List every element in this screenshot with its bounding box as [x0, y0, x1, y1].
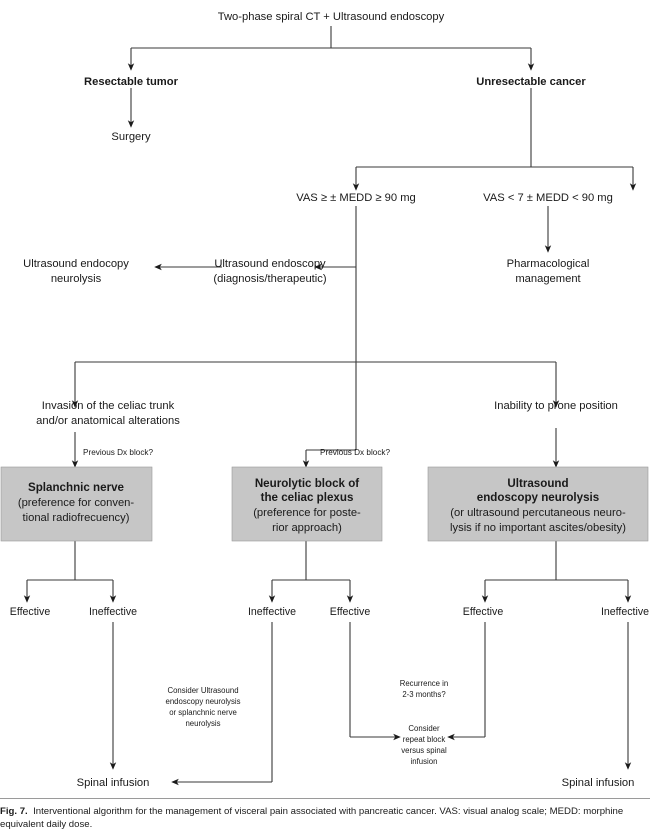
node-us-endoscopy-line2: (diagnosis/therapeutic)	[213, 273, 326, 285]
edge-label-dx-block-2: Previous Dx block?	[320, 448, 391, 457]
annotation-repeat-line3: versus spinal	[401, 746, 447, 755]
annotation-consider-us-line3: or splanchnic nerve	[169, 708, 237, 717]
node-us-neurolysis-line1: Ultrasound endocopy	[23, 258, 129, 270]
figure-caption-text: Interventional algorithm for the managem…	[0, 806, 624, 830]
gray-box-neurolytic	[231, 466, 383, 542]
node-us-endoscopy-line1: Ultrasound endoscopy	[214, 258, 326, 270]
node-us-neurolysis-line2: neurolysis	[51, 273, 102, 285]
box-neurolytic-line1: Neurolytic block of	[255, 477, 359, 490]
box-neurolytic-line2: the celiac plexus	[261, 491, 354, 504]
annotation-consider-us-line2: endoscopy neurolysis	[166, 697, 241, 706]
outcome-label-1: Effective	[10, 606, 51, 618]
box-usneurolysis-line3: (or ultrasound percutaneous neuro-	[450, 507, 626, 519]
outcome-label-4: Effective	[330, 606, 371, 618]
annotation-recurrence-line1: Recurrence in	[400, 679, 449, 688]
node-spinal-right-label: Spinal infusion	[562, 777, 635, 789]
box-splanchnic-line1: Splanchnic nerve	[28, 481, 125, 494]
node-invasion-line1: Invasion of the celiac trunk	[42, 400, 175, 412]
outcome-label-3: Ineffective	[248, 606, 296, 618]
annotation-consider-us-line1: Consider Ultrasound	[167, 686, 238, 695]
node-pharmacological-line1: Pharmacological	[507, 258, 590, 270]
outcome-label-6: Ineffective	[601, 606, 649, 618]
box-usneurolysis-line4: lysis if no important ascites/obesity)	[450, 522, 626, 534]
annotation-repeat-line4: infusion	[411, 757, 438, 766]
node-prone-label: Inability to prone position	[494, 400, 618, 412]
figure-caption: Fig. 7. Interventional algorithm for the…	[0, 806, 650, 831]
node-vas-high-label: VAS ≥ ± MEDD ≥ 90 mg	[296, 192, 416, 204]
box-neurolytic-line4: rior approach)	[272, 522, 342, 534]
annotation-consider-us-line4: neurolysis	[185, 719, 220, 728]
node-surgery-label: Surgery	[111, 131, 151, 143]
node-pharmacological-line2: management	[515, 273, 581, 285]
gray-box-splanchnic	[0, 466, 153, 542]
outcome-label-5: Effective	[463, 606, 504, 618]
annotation-recurrence-line2: 2-3 months?	[402, 690, 446, 699]
node-resectable-label: Resectable tumor	[84, 76, 179, 88]
annotation-repeat-line1: Consider	[408, 724, 440, 733]
box-usneurolysis-line2: endoscopy neurolysis	[477, 491, 599, 504]
gray-box-us-neurolysis	[427, 466, 649, 542]
box-usneurolysis-line1: Ultrasound	[507, 477, 568, 490]
edge-label-dx-block-1: Previous Dx block?	[83, 448, 154, 457]
box-neurolytic-line3: (preference for poste-	[253, 507, 361, 519]
node-vas-low-label: VAS < 7 ± MEDD < 90 mg	[483, 192, 613, 204]
caption-divider	[0, 798, 650, 799]
annotation-repeat-line2: repeat block	[403, 735, 446, 744]
outcome-label-2: Ineffective	[89, 606, 137, 618]
connector-group	[23, 26, 637, 786]
box-splanchnic-line2: (preference for conven-	[18, 497, 135, 509]
node-invasion-line2: and/or anatomical alterations	[36, 415, 180, 427]
node-root-label: Two-phase spiral CT + Ultrasound endosco…	[218, 11, 445, 23]
node-unresectable-label: Unresectable cancer	[476, 76, 586, 88]
figure-label: Fig. 7.	[0, 806, 28, 817]
box-splanchnic-line3: tional radiofrecuency)	[23, 512, 130, 524]
node-spinal-left-label: Spinal infusion	[77, 777, 150, 789]
